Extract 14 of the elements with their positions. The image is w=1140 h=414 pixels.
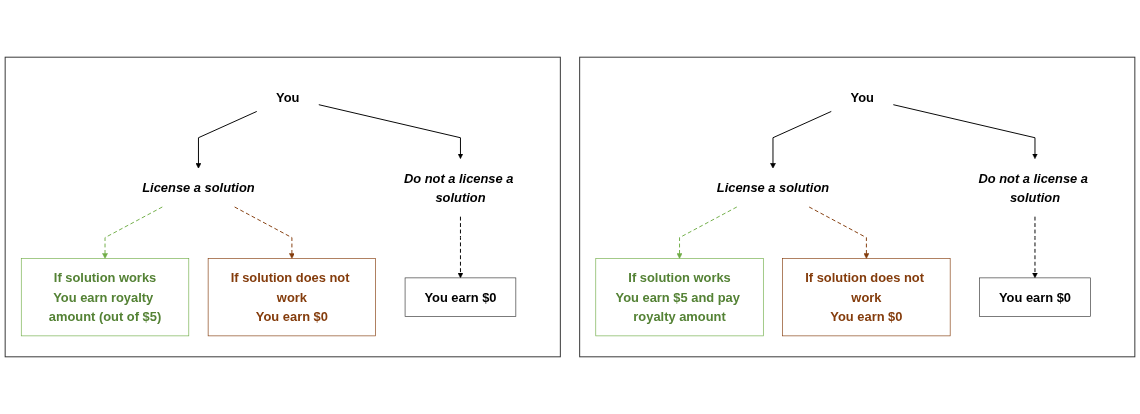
node-text: You	[850, 90, 874, 105]
node-box: If solution works You earn $5 and pay royalty amount	[595, 258, 764, 337]
node-text: Do not a license a solution	[978, 170, 1088, 205]
cluster	[579, 56, 1136, 358]
node-box: If solution does not work You earn $0	[207, 258, 376, 337]
node-box: If solution does not work You earn $0	[782, 258, 951, 337]
node-text: License a solution	[716, 180, 830, 195]
node-box: You earn $0	[979, 277, 1091, 317]
node-text: Do not a license a solution	[403, 170, 514, 205]
node-box: If solution works You earn royalty amount (out of $5)	[20, 258, 190, 337]
node-text: You	[276, 90, 300, 105]
cluster	[4, 56, 561, 358]
node-text: License a solution	[142, 180, 255, 195]
node-box: You earn $0	[404, 277, 517, 317]
